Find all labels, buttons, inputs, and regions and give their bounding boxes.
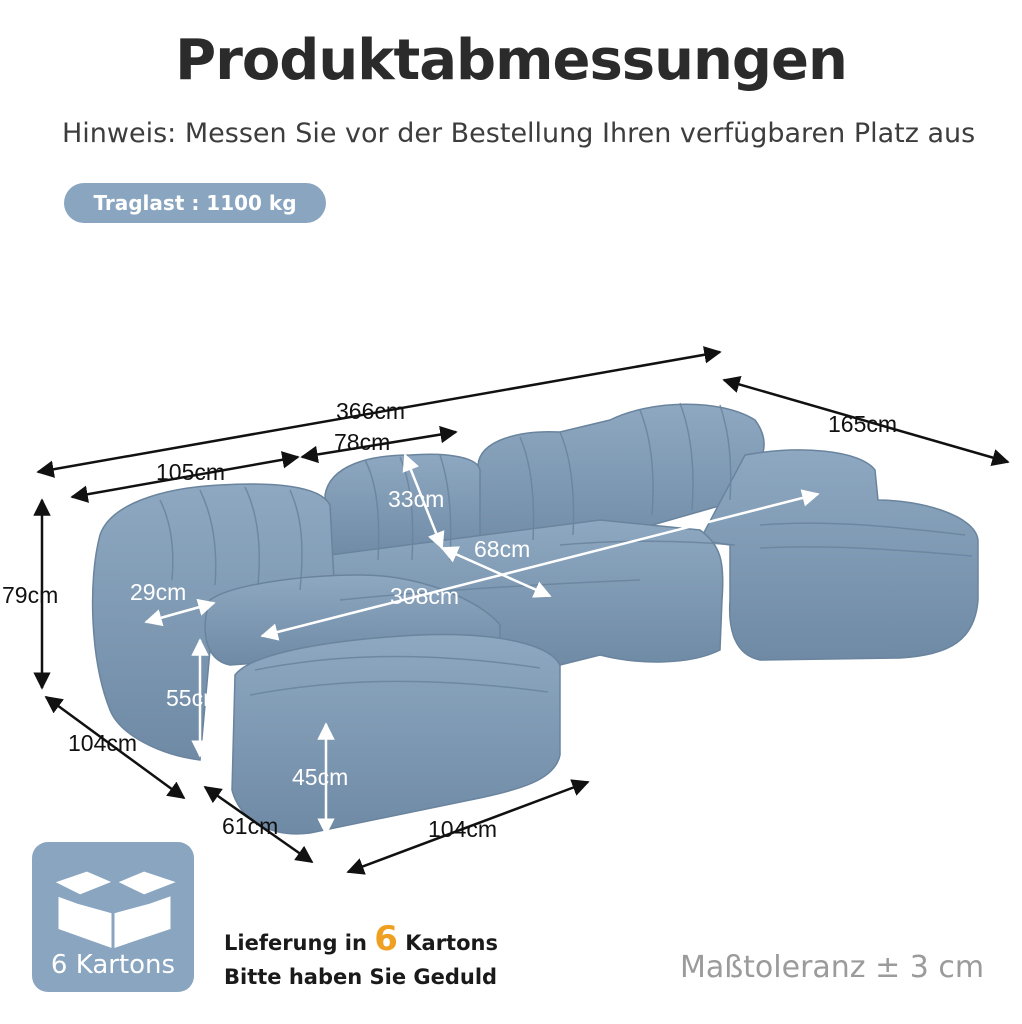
dim-seat-length: 308cm xyxy=(390,583,459,609)
sofa-illustration xyxy=(91,402,979,835)
delivery-note: Bitte haben Sie Geduld xyxy=(224,965,498,989)
tolerance-note: Maßtoleranz ± 3 cm xyxy=(680,950,985,985)
delivery-suffix: Kartons xyxy=(405,931,498,955)
dim-left-section-width: 105cm xyxy=(156,459,225,485)
dim-ottoman-width: 61cm xyxy=(222,813,278,839)
delivery-count: 6 xyxy=(374,919,398,959)
dim-seat-height: 55cm xyxy=(166,685,222,711)
inner-dimension-lines xyxy=(144,453,820,836)
dim-total-length: 366cm xyxy=(336,398,405,424)
page-title: Produktabmessungen xyxy=(175,28,848,93)
dim-armrest-width: 29cm xyxy=(130,579,186,605)
dimension-lines xyxy=(33,346,1010,875)
dim-depth-right: 165cm xyxy=(828,411,897,437)
load-capacity-badge: Traglast : 1100 kg xyxy=(64,183,326,223)
delivery-prefix: Lieferung in xyxy=(224,931,367,955)
dim-ottoman-height: 45cm xyxy=(292,764,348,790)
delivery-line: Lieferung in 6 Kartons xyxy=(224,922,498,960)
delivery-info: Lieferung in 6 Kartons Bitte haben Sie G… xyxy=(224,922,498,994)
dim-seat-depth: 68cm xyxy=(474,536,530,562)
open-box-icon xyxy=(42,868,186,952)
dim-middle-section-width: 78cm xyxy=(334,429,390,455)
dim-left-depth: 104cm xyxy=(68,730,137,756)
dim-total-height: 79cm xyxy=(2,582,58,608)
dim-ottoman-length: 104cm xyxy=(428,816,497,842)
shipping-box-card: 6 Kartons xyxy=(32,842,194,992)
box-count-label: 6 Kartons xyxy=(50,950,176,980)
dim-back-height: 33cm xyxy=(388,486,444,512)
measurement-hint: Hinweis: Messen Sie vor der Bestellung I… xyxy=(62,118,976,149)
